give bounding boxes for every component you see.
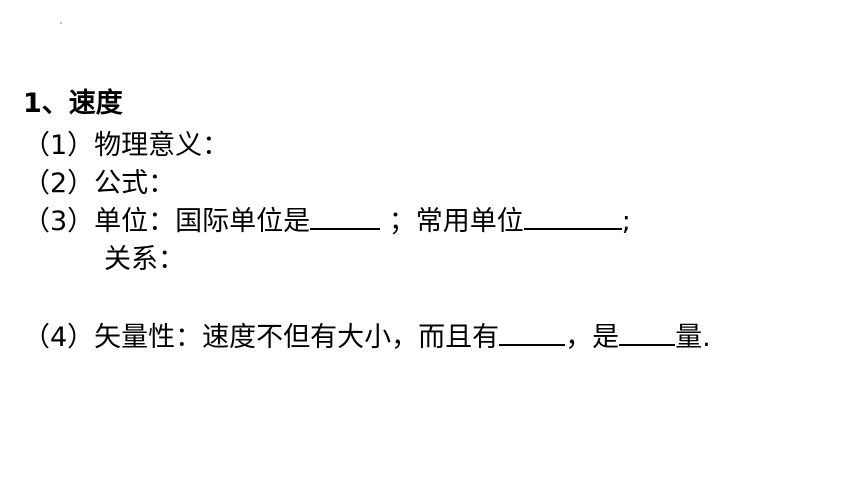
- quantity-type-blank: [619, 320, 676, 346]
- speck-dot: [60, 22, 62, 24]
- unit-mid-text: ；常用单位: [388, 206, 524, 237]
- si-unit-blank: [310, 204, 381, 230]
- direction-blank: [499, 320, 566, 346]
- item-relation: 关系：: [104, 244, 185, 275]
- vector-end-text: 量.: [675, 322, 711, 353]
- item-formula: （2）公式：: [23, 168, 176, 199]
- item-vector: （4）矢量性：速度不但有大小，而且有 ，是 量.: [23, 320, 711, 356]
- item-unit: （3）单位：国际单位是 ；常用单位;: [23, 204, 631, 240]
- section-heading: 1、速度: [23, 88, 123, 119]
- unit-end-text: ;: [621, 206, 631, 237]
- common-unit-blank: [523, 204, 622, 230]
- vector-mid-text: ，是: [565, 322, 620, 353]
- item-physical-meaning: （1）物理意义：: [23, 130, 230, 161]
- unit-prefix-text: （3）单位：国际单位是: [23, 206, 311, 237]
- vector-prefix-text: （4）矢量性：速度不但有大小，而且有: [23, 322, 500, 353]
